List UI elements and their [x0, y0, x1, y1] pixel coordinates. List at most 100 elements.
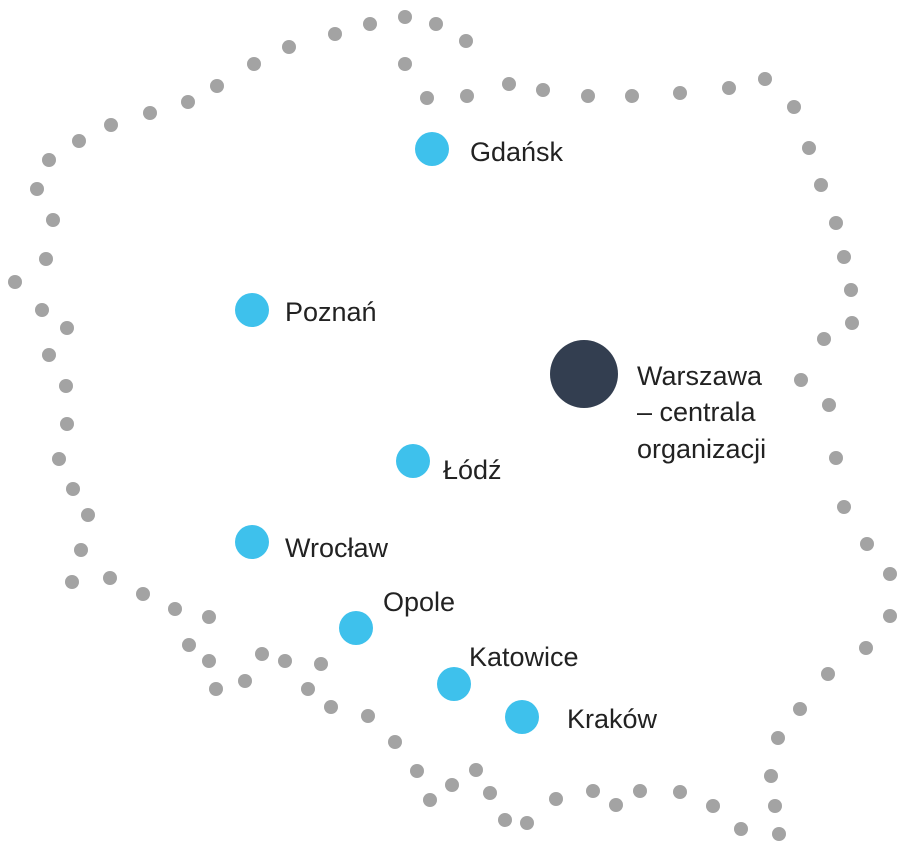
- city-marker-katowice: [437, 667, 471, 701]
- city-wroclaw: Wrocław: [235, 525, 389, 563]
- border-dot: [181, 95, 195, 109]
- border-dot: [845, 316, 859, 330]
- border-dot: [829, 216, 843, 230]
- city-label-poznan: Poznań: [285, 297, 377, 327]
- border-dot: [8, 275, 22, 289]
- border-dot: [301, 682, 315, 696]
- border-dot: [410, 764, 424, 778]
- city-label-krakow: Kraków: [567, 704, 658, 734]
- border-dot: [42, 348, 56, 362]
- city-lodz: Łódź: [396, 444, 502, 485]
- border-dot: [81, 508, 95, 522]
- capital-label-line-2: – centrala: [637, 397, 757, 427]
- border-dot: [59, 379, 73, 393]
- border-dot: [758, 72, 772, 86]
- city-gdansk: Gdańsk: [415, 132, 564, 167]
- border-dot: [143, 106, 157, 120]
- border-dot: [103, 571, 117, 585]
- city-label-opole: Opole: [383, 587, 455, 617]
- border-dot: [520, 816, 534, 830]
- border-dot: [821, 667, 835, 681]
- border-dot: [52, 452, 66, 466]
- city-label-lodz: Łódź: [443, 455, 502, 485]
- border-dot: [74, 543, 88, 557]
- border-dot: [328, 27, 342, 41]
- border-dot: [398, 57, 412, 71]
- border-dot: [42, 153, 56, 167]
- border-dot: [445, 778, 459, 792]
- border-dot: [282, 40, 296, 54]
- city-marker-poznan: [235, 293, 269, 327]
- border-dot: [247, 57, 261, 71]
- border-dot: [72, 134, 86, 148]
- border-dot: [238, 674, 252, 688]
- border-dot: [768, 799, 782, 813]
- border-dot: [860, 537, 874, 551]
- border-dot: [498, 813, 512, 827]
- border-dot: [136, 587, 150, 601]
- border-dot: [794, 373, 808, 387]
- border-dot: [39, 252, 53, 266]
- border-dot: [883, 609, 897, 623]
- border-dot: [104, 118, 118, 132]
- border-dot: [734, 822, 748, 836]
- capital-marker-warszawa: [550, 340, 618, 408]
- border-dot: [65, 575, 79, 589]
- border-dot: [837, 500, 851, 514]
- border-dot: [209, 682, 223, 696]
- border-dot: [429, 17, 443, 31]
- border-dot: [46, 213, 60, 227]
- border-dot: [673, 86, 687, 100]
- city-label-wroclaw: Wrocław: [285, 533, 389, 563]
- border-dot: [278, 654, 292, 668]
- border-dot: [802, 141, 816, 155]
- border-dot: [787, 100, 801, 114]
- border-dot: [859, 641, 873, 655]
- border-dot: [822, 398, 836, 412]
- border-dots: [8, 10, 897, 841]
- border-dot: [844, 283, 858, 297]
- border-dot: [837, 250, 851, 264]
- city-krakow: Kraków: [505, 700, 658, 734]
- city-marker-gdansk: [415, 132, 449, 166]
- border-dot: [817, 332, 831, 346]
- border-dot: [255, 647, 269, 661]
- city-marker-opole: [339, 611, 373, 645]
- border-dot: [502, 77, 516, 91]
- border-dot: [771, 731, 785, 745]
- city-katowice: Katowice: [437, 642, 579, 701]
- border-dot: [361, 709, 375, 723]
- border-dot: [581, 89, 595, 103]
- city-poznan: Poznań: [235, 293, 377, 327]
- border-dot: [60, 417, 74, 431]
- border-dot: [460, 89, 474, 103]
- border-dot: [423, 793, 437, 807]
- capital-label-line-3: organizacji: [637, 434, 766, 464]
- border-dot: [883, 567, 897, 581]
- border-dot: [764, 769, 778, 783]
- city-marker-lodz: [396, 444, 430, 478]
- border-dot: [388, 735, 402, 749]
- border-dot: [772, 827, 786, 841]
- border-dot: [609, 798, 623, 812]
- border-dot: [459, 34, 473, 48]
- city-opole: Opole: [339, 587, 455, 645]
- border-dot: [793, 702, 807, 716]
- border-dot: [363, 17, 377, 31]
- capital-label-line-1: Warszawa: [637, 361, 763, 391]
- border-dot: [66, 482, 80, 496]
- border-dot: [30, 182, 44, 196]
- border-dot: [829, 451, 843, 465]
- border-dot: [483, 786, 497, 800]
- border-dot: [420, 91, 434, 105]
- border-dot: [202, 610, 216, 624]
- border-dot: [35, 303, 49, 317]
- city-marker-krakow: [505, 700, 539, 734]
- border-dot: [673, 785, 687, 799]
- city-label-gdansk: Gdańsk: [470, 137, 564, 167]
- border-dot: [182, 638, 196, 652]
- border-dot: [314, 657, 328, 671]
- border-dot: [398, 10, 412, 24]
- border-dot: [814, 178, 828, 192]
